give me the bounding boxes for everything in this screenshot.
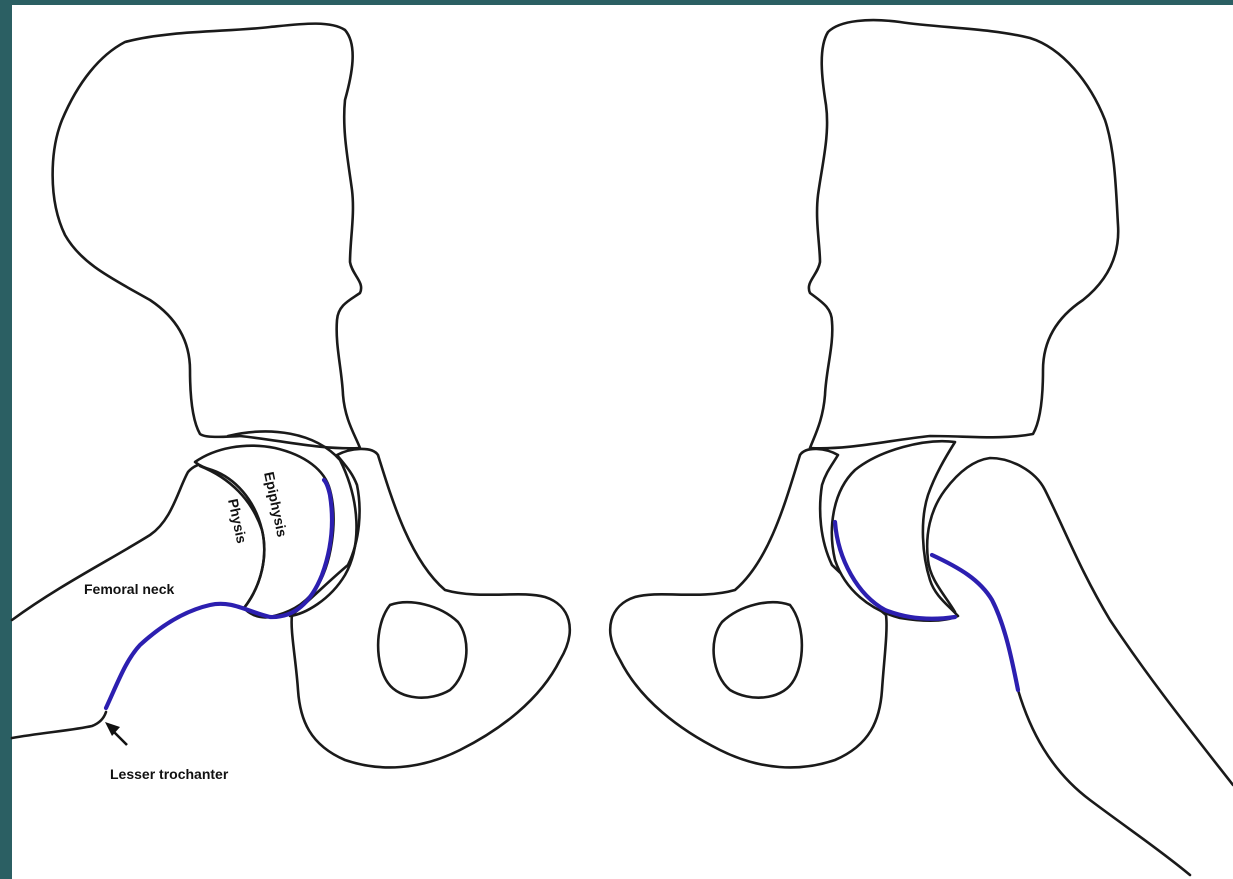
left-hip bbox=[12, 24, 570, 768]
right-epiphysis bbox=[832, 441, 958, 621]
lesser-trochanter-arrow-icon bbox=[105, 722, 127, 745]
physis-label: Physis bbox=[225, 497, 250, 545]
lesser-trochanter-label: Lesser trochanter bbox=[110, 766, 229, 782]
right-klein-line bbox=[932, 555, 1018, 690]
left-obturator-foramen bbox=[378, 602, 466, 697]
left-ischiopubic bbox=[292, 449, 570, 767]
left-ilium bbox=[53, 24, 362, 449]
right-obturator-foramen bbox=[714, 602, 802, 697]
right-hip bbox=[610, 20, 1233, 875]
right-femur bbox=[927, 458, 1233, 875]
femoral-neck-label: Femoral neck bbox=[84, 581, 174, 597]
right-ilium bbox=[809, 20, 1118, 448]
left-femur bbox=[12, 463, 225, 738]
